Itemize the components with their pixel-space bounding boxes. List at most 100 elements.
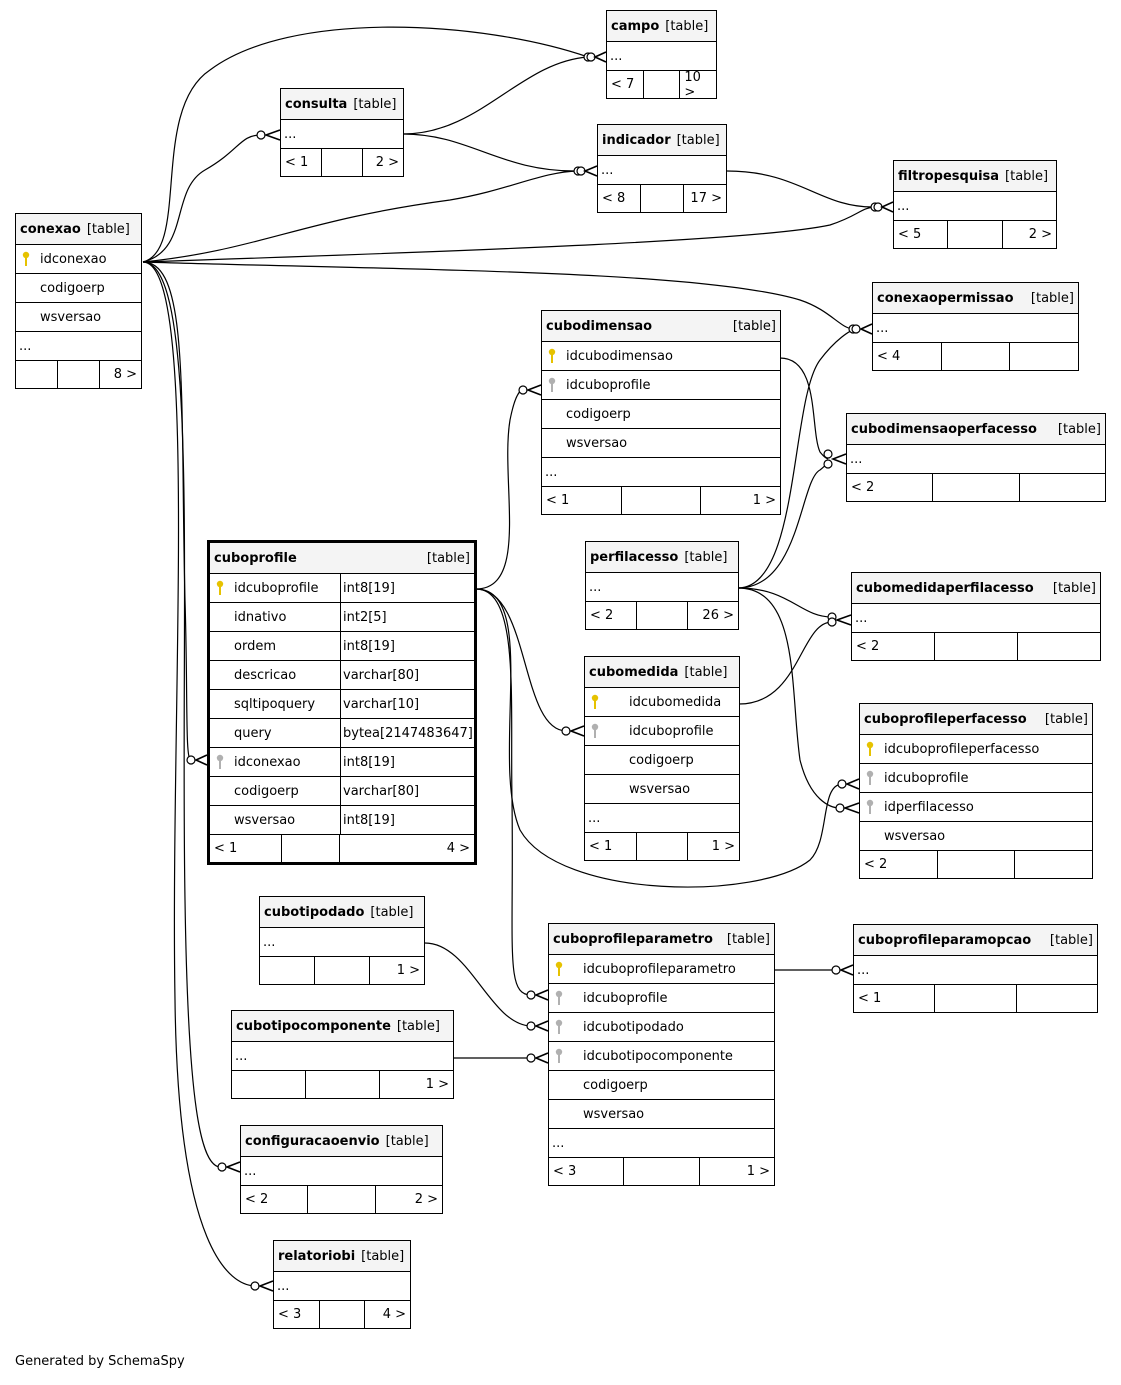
table-header[interactable]: conexao[table] — [16, 214, 141, 245]
table-cubodimensaoperfacesso[interactable]: cubodimensaoperfacesso[table]...< 2 — [846, 413, 1106, 502]
table-header[interactable]: consulta[table] — [281, 89, 403, 120]
more-columns[interactable]: ... — [274, 1272, 410, 1301]
column-row[interactable]: wsversao — [860, 822, 1092, 851]
more-columns[interactable]: ... — [549, 1129, 774, 1158]
column-row[interactable]: idcuboprofile — [542, 371, 780, 400]
more-columns[interactable]: ... — [847, 445, 1105, 474]
column-row[interactable]: idconexao — [16, 245, 141, 274]
rows-count — [624, 1158, 700, 1185]
table-header[interactable]: cubomedida[table] — [585, 657, 739, 688]
table-cubomedidaperfilacesso[interactable]: cubomedidaperfilacesso[table]...< 2 — [851, 572, 1101, 661]
more-columns[interactable]: ... — [585, 804, 739, 833]
column-name: sqltipoquery — [234, 696, 316, 712]
column-row[interactable]: wsversao — [549, 1100, 774, 1129]
table-name: conexao — [20, 221, 81, 237]
column-row[interactable]: wsversao — [585, 775, 739, 804]
table-cubotipodado[interactable]: cubotipodado[table]...1 > — [259, 896, 425, 985]
column-row[interactable]: wsversao — [542, 429, 780, 458]
table-name: cubotipodado — [264, 904, 365, 920]
edge-conexao-consulta — [142, 134, 262, 263]
table-cuboprofileperfacesso[interactable]: cuboprofileperfacesso[table]idcuboprofil… — [859, 703, 1093, 879]
table-header[interactable]: perfilacesso[table] — [586, 542, 738, 573]
column-key-slot — [549, 961, 569, 977]
more-columns[interactable]: ... — [607, 42, 716, 71]
table-header[interactable]: cubodimensao[table] — [542, 311, 780, 342]
table-header[interactable]: cuboprofileparamopcao[table] — [854, 925, 1097, 956]
table-cuboprofileparametro[interactable]: cuboprofileparametro[table]idcuboprofile… — [548, 923, 775, 1186]
more-columns[interactable]: ... — [873, 314, 1078, 343]
column-row[interactable]: idcuboprofileperfacesso — [860, 735, 1092, 764]
column-key-slot — [542, 348, 562, 364]
table-name: cuboprofileparamopcao — [858, 932, 1032, 948]
column-row[interactable]: codigoerp — [585, 746, 739, 775]
table-header[interactable]: relatoriobi[table] — [274, 1241, 410, 1272]
more-columns[interactable]: ... — [281, 120, 403, 149]
more-columns[interactable]: ... — [232, 1042, 453, 1071]
column-row[interactable]: idcuboprofile — [585, 717, 739, 746]
column-row[interactable]: codigoerp — [16, 274, 141, 303]
table-cuboprofileparamopcao[interactable]: cuboprofileparamopcao[table]...< 1 — [853, 924, 1098, 1013]
column-row[interactable]: wsversao — [16, 303, 141, 332]
table-conexaopermissao[interactable]: conexaopermissao[table]...< 4 — [872, 282, 1079, 371]
edge-indicador-filtropesquisa — [726, 170, 876, 208]
crowfoot-cubodimensao — [525, 384, 542, 396]
column-row[interactable]: idperfilacesso — [860, 793, 1092, 822]
more-columns[interactable]: ... — [16, 332, 141, 361]
column-row[interactable]: idcuboprofile — [549, 984, 774, 1013]
table-header[interactable]: cubomedidaperfilacesso[table] — [852, 573, 1100, 604]
rows-count — [322, 149, 363, 176]
more-columns[interactable]: ... — [542, 458, 780, 487]
more-columns[interactable]: ... — [894, 192, 1056, 221]
column-row[interactable]: idcubomedida — [585, 688, 739, 717]
table-header[interactable]: cubodimensaoperfacesso[table] — [847, 414, 1105, 445]
table-header[interactable]: cuboprofile[table] — [210, 543, 474, 574]
more-columns[interactable]: ... — [241, 1157, 442, 1186]
column-row[interactable]: codigoerp — [549, 1071, 774, 1100]
more-columns[interactable]: ... — [586, 573, 738, 602]
more-columns[interactable]: ... — [598, 156, 726, 185]
column-row[interactable]: idcubotipodado — [549, 1013, 774, 1042]
column-row[interactable]: idcuboprofile — [860, 764, 1092, 793]
column-row[interactable]: codigoerp — [542, 400, 780, 429]
more-columns[interactable]: ... — [852, 604, 1100, 633]
table-header[interactable]: filtropesquisa[table] — [894, 161, 1056, 192]
edge-end-conexaopermissao-b — [851, 324, 861, 334]
table-header[interactable]: cubotipocomponente[table] — [232, 1011, 453, 1042]
column-row[interactable]: idcuboprofileparametro — [549, 955, 774, 984]
table-header[interactable]: cubotipodado[table] — [260, 897, 424, 928]
more-columns[interactable]: ... — [260, 928, 424, 957]
more-columns[interactable]: ... — [854, 956, 1097, 985]
table-header[interactable]: cuboprofileparametro[table] — [549, 924, 774, 955]
table-header[interactable]: cuboprofileperfacesso[table] — [860, 704, 1092, 735]
table-header[interactable]: configuracaoenvio[table] — [241, 1126, 442, 1157]
column-row[interactable]: idcubotipocomponente — [549, 1042, 774, 1071]
table-header[interactable]: conexaopermissao[table] — [873, 283, 1078, 314]
edge-perfilacesso-cuboprofileperfacesso — [737, 587, 841, 809]
table-cubotipocomponente[interactable]: cubotipocomponente[table]...1 > — [231, 1010, 454, 1099]
table-header[interactable]: campo[table] — [607, 11, 716, 42]
table-name: indicador — [602, 132, 671, 148]
column-row[interactable]: idcubodimensao — [542, 342, 780, 371]
table-header[interactable]: indicador[table] — [598, 125, 726, 156]
table-name: cuboprofileparametro — [553, 931, 713, 947]
